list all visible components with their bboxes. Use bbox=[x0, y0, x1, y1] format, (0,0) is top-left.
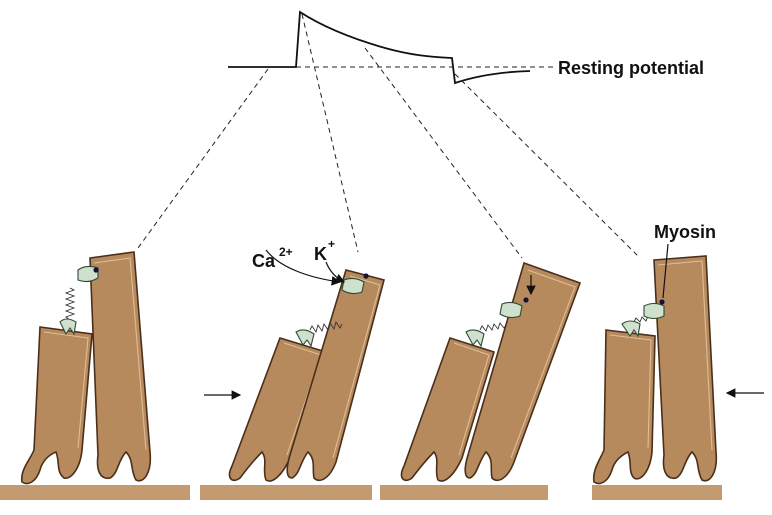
transduction-channel-upper bbox=[341, 277, 365, 295]
hair-bundle-panel-1 bbox=[0, 251, 190, 500]
myosin-dot bbox=[93, 267, 99, 273]
myosin-label: Myosin bbox=[654, 222, 716, 242]
calcium-label: Ca bbox=[252, 251, 276, 271]
projection-line-3 bbox=[364, 47, 523, 259]
myosin-pointer-line bbox=[662, 243, 669, 299]
transduction-channel-lower bbox=[295, 329, 315, 348]
stereocilium-short bbox=[592, 329, 656, 485]
projection-lines bbox=[137, 13, 641, 259]
transduction-channel-upper bbox=[77, 265, 99, 283]
myosin-dot bbox=[523, 297, 529, 303]
hair-bundle-panel-2: Ca 2+ K + bbox=[200, 237, 385, 500]
projection-line-1 bbox=[137, 68, 269, 249]
transduction-channel-upper bbox=[499, 301, 523, 319]
potassium-influx-arrow bbox=[325, 261, 346, 283]
stereocilium-tall bbox=[653, 255, 718, 482]
potassium-charge-label: + bbox=[328, 237, 335, 251]
stereocilium-tall bbox=[89, 251, 152, 482]
transduction-channel-lower bbox=[59, 318, 77, 336]
tip-link bbox=[479, 322, 507, 332]
projection-line-2 bbox=[301, 13, 359, 253]
tip-link bbox=[64, 287, 76, 321]
calcium-charge-label: 2+ bbox=[279, 245, 293, 259]
tip-link bbox=[309, 320, 343, 334]
receptor-potential-trace: Resting potential bbox=[228, 10, 704, 85]
stereocilium-short bbox=[20, 326, 93, 485]
projection-line-4 bbox=[454, 73, 641, 259]
transduction-channel-upper bbox=[643, 302, 665, 320]
myosin-dot bbox=[363, 273, 369, 279]
resting-potential-label: Resting potential bbox=[558, 58, 704, 78]
calcium-influx-arrow bbox=[265, 249, 342, 286]
hair-bundle-panel-4: Myosin bbox=[592, 222, 764, 500]
transduction-channel-lower bbox=[621, 320, 641, 338]
hair-bundle-panel-3 bbox=[380, 261, 582, 500]
transduction-channel-lower bbox=[465, 329, 485, 348]
stereocilium-tall bbox=[464, 261, 582, 482]
stereocilium-short bbox=[400, 337, 495, 482]
potassium-label: K bbox=[314, 244, 327, 264]
myosin-dot bbox=[659, 299, 665, 305]
stereocilium-short bbox=[228, 337, 328, 482]
stereocilium-tall bbox=[286, 269, 385, 482]
